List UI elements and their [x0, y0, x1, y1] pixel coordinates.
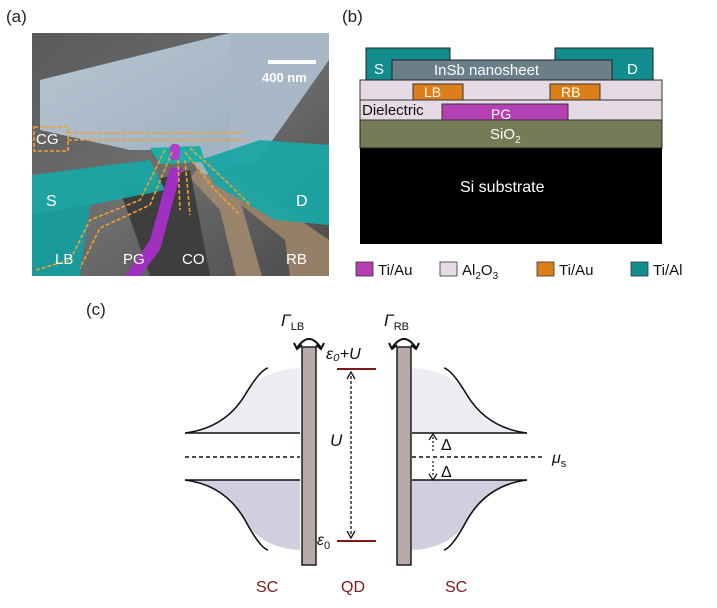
gamma-rb-arrow	[391, 338, 417, 349]
energy-diagram	[184, 338, 545, 566]
lb-gate	[412, 83, 464, 101]
eps0-label: ε0	[317, 532, 330, 552]
qd-label: QD	[341, 579, 365, 596]
b-label-rb: RB	[561, 84, 580, 100]
delta-top-label: Δ	[441, 437, 452, 454]
left-dos-upper-curve	[184, 367, 269, 434]
rb-outline-2	[189, 147, 251, 206]
sc-left-label: SC	[256, 579, 278, 596]
gamma-lb-arrowhead-right	[315, 342, 325, 351]
pg-gate	[441, 103, 569, 121]
source-lower	[32, 205, 90, 276]
label-rb: RB	[286, 251, 307, 268]
legend-label-al2o3: Al2O3	[462, 262, 499, 282]
label-d: D	[296, 193, 308, 210]
b-label-d: D	[627, 61, 638, 78]
gate-outlines	[33, 126, 251, 271]
flake-right	[230, 33, 329, 165]
u-arrowhead-bottom	[346, 530, 356, 540]
right-tunnel-barrier	[396, 346, 412, 566]
source-contact	[32, 160, 165, 215]
label-co: CO	[182, 251, 205, 268]
right-sc-empty-band	[412, 368, 527, 433]
gamma-lb-label: ΓLB	[281, 311, 304, 333]
cg-lines	[68, 132, 245, 141]
legend-label-tial: Ti/Al	[653, 262, 682, 279]
b-label-s: S	[374, 61, 384, 78]
sio2-text: SiO	[490, 126, 515, 143]
eps0-symbol: ε	[317, 532, 325, 549]
b-label-dielectric: Dielectric	[362, 102, 424, 119]
sio2-subscript: 2	[515, 135, 521, 146]
scale-bar-label: 400 nm	[262, 70, 307, 85]
panel-b-label: (b)	[342, 7, 363, 26]
gamma-lb-symbol: Γ	[281, 311, 292, 330]
delta-bottom-label: Δ	[441, 464, 452, 481]
al-text: Al	[462, 262, 475, 279]
label-pg: PG	[123, 251, 145, 268]
b-label-si: Si substrate	[460, 179, 545, 196]
dot-region	[170, 144, 180, 160]
legend-swatch-tial	[630, 261, 649, 277]
scale-bar	[268, 60, 316, 64]
legend-swatch-tiau-barrier	[536, 261, 555, 277]
lb-outline-2	[79, 151, 173, 269]
label-s: S	[46, 193, 57, 210]
legend-label-tiau-pg: Ti/Au	[378, 262, 412, 279]
cg-outline	[33, 126, 69, 152]
gamma-rb-arrowhead-left	[388, 342, 398, 351]
al-sub: 2	[475, 271, 481, 282]
left-dos-lower-curve	[184, 479, 269, 551]
rb-outline-1	[184, 151, 241, 216]
delta-top-arrowhead	[428, 432, 438, 441]
gamma-lb-arrowhead-left	[293, 342, 303, 351]
b-label-pg: PG	[491, 106, 511, 122]
gamma-rb-label: ΓRB	[384, 311, 409, 333]
co-outline	[177, 159, 191, 216]
sc-right-label: SC	[445, 579, 467, 596]
o-sub: 3	[493, 271, 499, 282]
gamma-lb-subscript: LB	[291, 321, 304, 333]
panel-a-label: (a)	[6, 7, 27, 26]
gamma-lb-arrow	[296, 338, 322, 349]
legend: Ti/Au Al2O3 Ti/Au Ti/Al	[355, 261, 682, 282]
mu-symbol: μ	[551, 450, 561, 467]
o-text: O	[481, 262, 493, 279]
lb-outline-1	[35, 149, 166, 271]
sio2-layer	[359, 119, 663, 149]
gamma-rb-subscript: RB	[394, 321, 409, 333]
b-label-lb: LB	[424, 84, 441, 100]
right-dos-upper-curve	[443, 367, 528, 434]
panel-c-label: (c)	[86, 300, 106, 319]
insb-nanosheet	[391, 59, 613, 81]
left-tunnel-barrier	[301, 346, 317, 566]
b-label-nanosheet: InSb nanosheet	[434, 62, 540, 79]
rb-gate	[549, 83, 601, 101]
delta-bottom-arrowhead	[428, 473, 438, 482]
eps0-plus-u-label: ε₀+U	[326, 346, 361, 363]
gamma-rb-symbol: Γ	[384, 311, 395, 330]
si-substrate	[360, 148, 662, 244]
b-label-sio2: SiO2	[490, 126, 521, 146]
dielectric-upper	[359, 79, 663, 101]
left-sc-empty-band	[185, 368, 300, 433]
legend-label-tiau-barrier: Ti/Au	[559, 262, 593, 279]
mu-subscript: s	[561, 458, 567, 470]
u-label: U	[330, 431, 343, 450]
u-arrowhead-top	[346, 370, 356, 380]
sem-image	[32, 33, 329, 276]
legend-swatch-tiau-pg	[355, 261, 374, 277]
drain-contact	[200, 140, 329, 225]
plunger-gate	[125, 168, 182, 276]
label-cg: CG	[36, 131, 59, 148]
gamma-rb-arrowhead-right	[410, 342, 420, 351]
label-lb: LB	[55, 251, 73, 268]
device-cross-section	[359, 47, 663, 244]
co-lead	[190, 168, 262, 276]
right-dos-lower-curve	[443, 479, 528, 551]
eps0-subscript: 0	[324, 540, 330, 552]
mu-label: μs	[551, 450, 567, 470]
legend-swatch-al2o3	[439, 261, 458, 277]
